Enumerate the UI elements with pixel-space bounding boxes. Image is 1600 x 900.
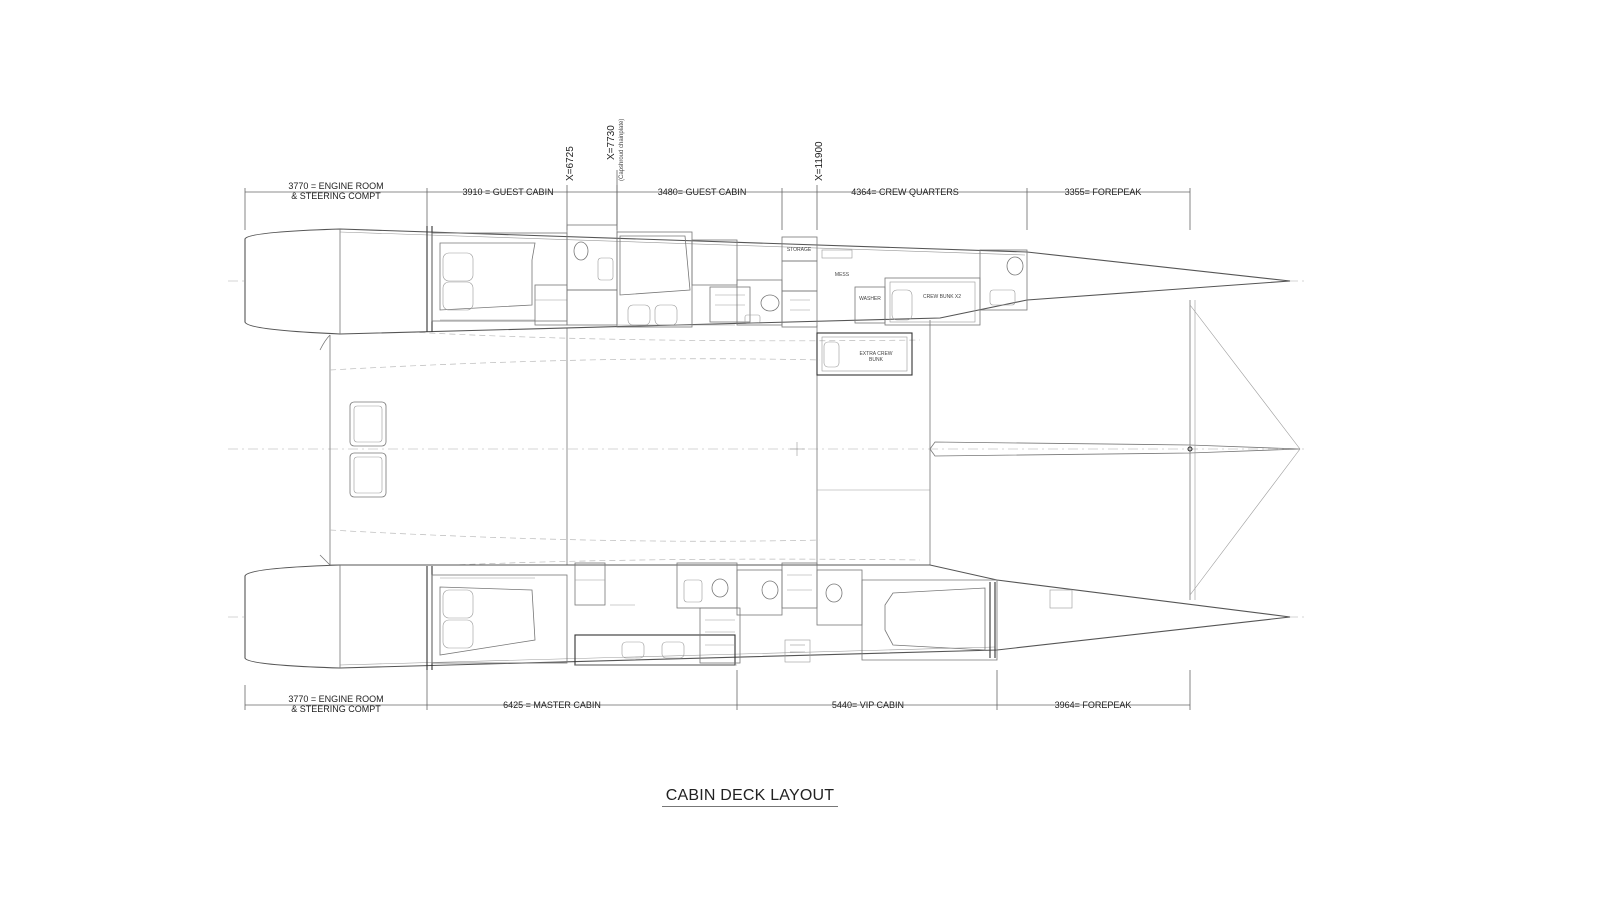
bottom-dim-master-cabin: 6425 = MASTER CABIN bbox=[503, 700, 601, 710]
top-dim-guest-cabin-2: 3480= GUEST CABIN bbox=[658, 187, 747, 197]
top-dim-engine-room-line1: 3770 = ENGINE ROOM bbox=[288, 181, 383, 191]
top-dim-forepeak: 3355= FOREPEAK bbox=[1065, 187, 1142, 197]
bottom-dim-engine-room-line2: & STEERING COMPT bbox=[291, 704, 381, 714]
room-label-extra-bunk-1: EXTRA CREW bbox=[859, 351, 892, 357]
room-label-storage: STORAGE bbox=[787, 247, 812, 253]
room-label-washer: WASHER bbox=[859, 296, 881, 302]
bottom-dimension-line bbox=[244, 670, 1191, 710]
room-label-crew-bunk: CREW BUNK X2 bbox=[923, 294, 961, 300]
page-title: CABIN DECK LAYOUT bbox=[662, 787, 838, 807]
station-label-11900: X=11900 bbox=[814, 141, 825, 181]
station-label-6725: X=6725 bbox=[565, 146, 576, 181]
bottom-dim-vip-cabin: 5440= VIP CABIN bbox=[832, 700, 904, 710]
top-dim-crew-quarters: 4364= CREW QUARTERS bbox=[851, 187, 959, 197]
station-note-7730: (Capshroud chainplate) bbox=[619, 119, 625, 181]
top-dim-engine-room-line2: & STEERING COMPT bbox=[291, 191, 381, 201]
room-label-extra-bunk-2: BUNK bbox=[869, 357, 884, 363]
starboard-hull bbox=[244, 562, 1291, 670]
top-dim-guest-cabin-1: 3910 = GUEST CABIN bbox=[462, 187, 553, 197]
station-label-7730: X=7730 bbox=[606, 125, 617, 160]
forebeam-and-bowsprit bbox=[790, 300, 1301, 600]
station-lines bbox=[566, 185, 818, 230]
port-hull: STORAGE MESS WASHER CREW BUNK X2 EXTRA C… bbox=[244, 224, 1291, 376]
bottom-dim-forepeak: 3964= FOREPEAK bbox=[1055, 700, 1132, 710]
top-dimension-line bbox=[244, 170, 1191, 230]
bottom-dim-engine-room-line1: 3770 = ENGINE ROOM bbox=[288, 694, 383, 704]
room-label-mess: MESS bbox=[835, 272, 850, 278]
